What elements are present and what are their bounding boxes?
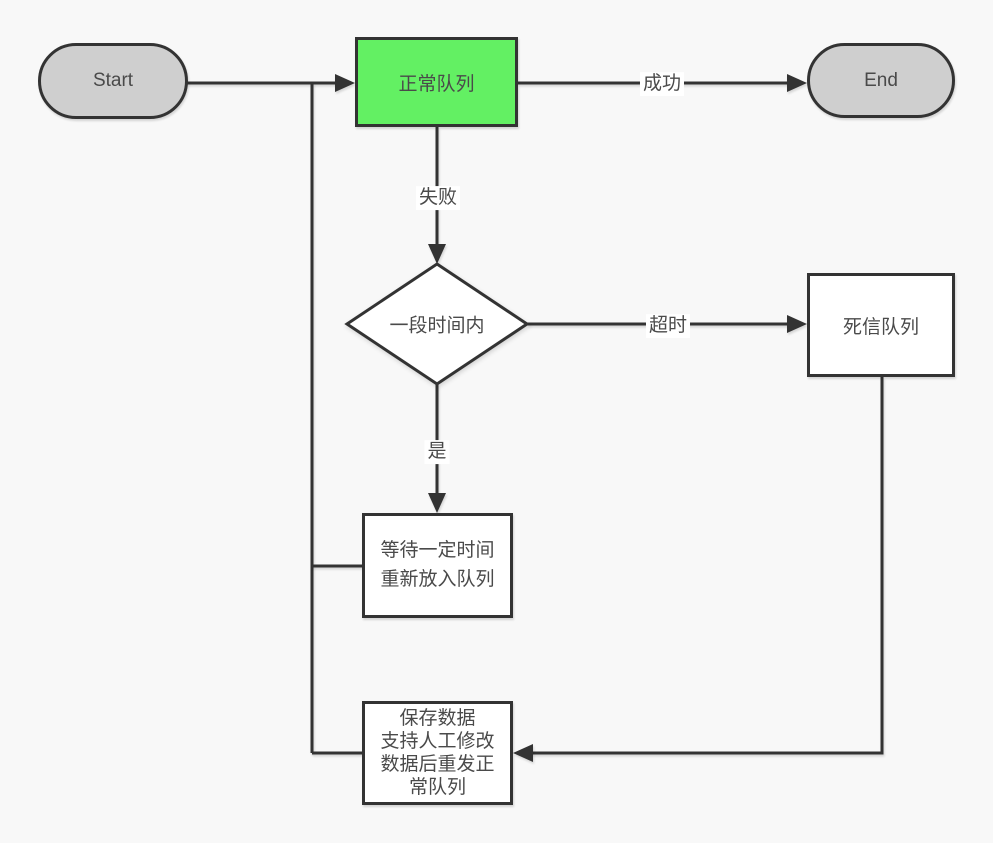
arrowhead-into-end: [787, 74, 807, 92]
edge-label-success: 成功: [639, 72, 685, 96]
arrowhead-into-wait-requeue: [428, 493, 446, 513]
wait-requeue-node[interactable]: 等待一定时间 重新放入队列: [362, 513, 513, 618]
arrowhead-into-decision: [428, 244, 446, 264]
arrowhead-into-dead-letter: [787, 315, 807, 333]
decision-node-label: 一段时间内: [389, 315, 485, 337]
edge-label-yes: 是: [424, 440, 450, 464]
dead-letter-queue-node-label: 死信队列: [842, 316, 919, 338]
dead-letter-queue-node[interactable]: 死信队列: [807, 273, 955, 377]
end-node[interactable]: End: [807, 43, 955, 118]
save-data-node-label: 保存数据 支持人工修改 数据后重发正 常队列: [380, 707, 495, 799]
arrowhead-into-save-data: [513, 744, 533, 762]
end-node-label: End: [864, 69, 898, 91]
edge-label-failure: 失败: [415, 186, 461, 210]
save-data-node[interactable]: 保存数据 支持人工修改 数据后重发正 常队列: [362, 701, 513, 805]
edge-dead-letter-to-save-data: [531, 377, 884, 755]
decision-node-shape[interactable]: [344, 262, 530, 386]
start-node-label: Start: [92, 70, 134, 91]
wait-requeue-node-label: 等待一定时间 重新放入队列: [380, 540, 495, 590]
arrowhead-into-normal-queue: [335, 74, 355, 92]
normal-queue-node[interactable]: 正常队列: [355, 37, 518, 127]
start-node[interactable]: Start: [38, 43, 188, 119]
normal-queue-node-label: 正常队列: [398, 73, 475, 95]
edge-label-timeout: 超时: [645, 314, 691, 338]
